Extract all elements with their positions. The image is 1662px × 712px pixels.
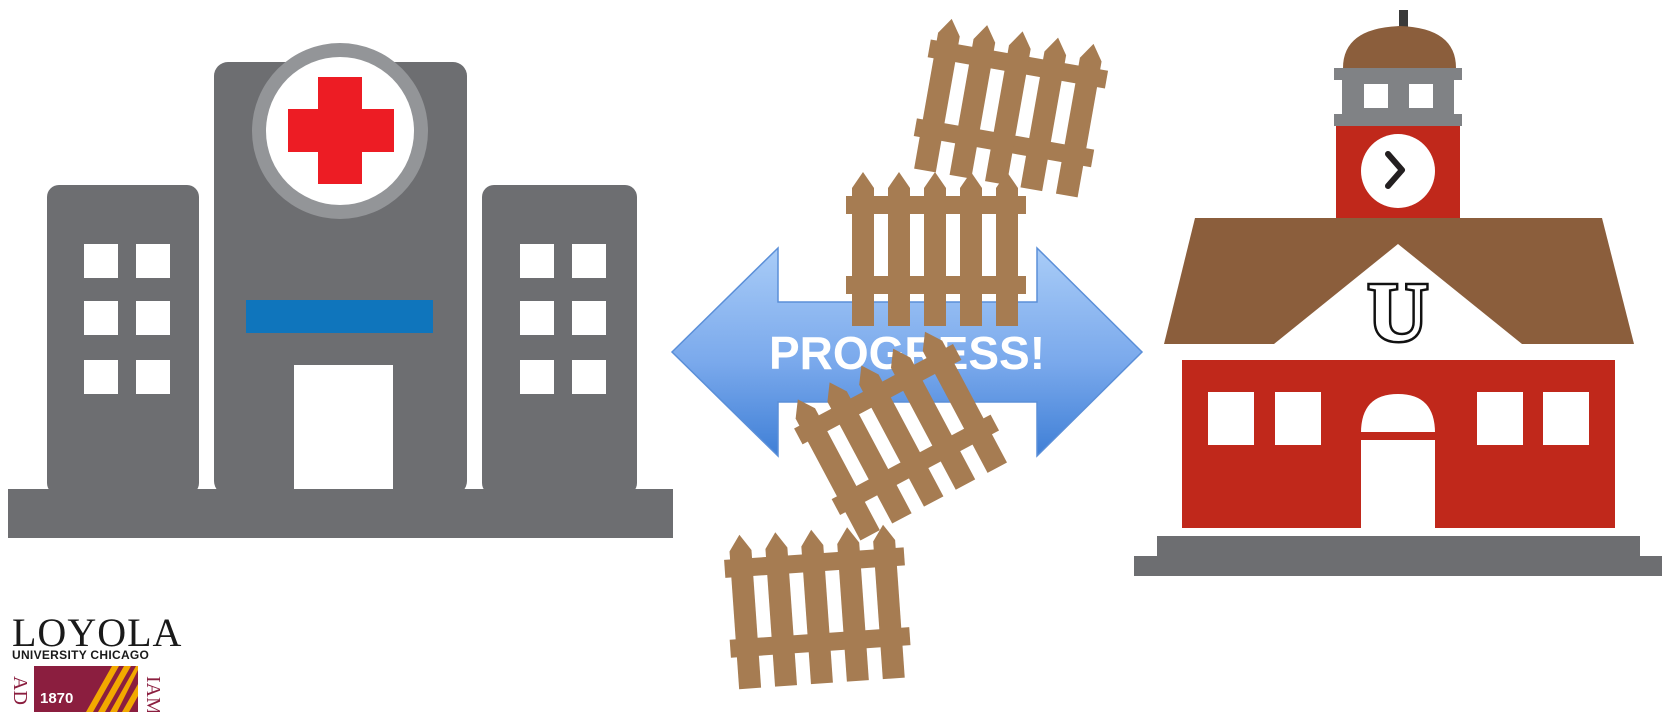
school-window-3 xyxy=(1477,392,1523,445)
fence-panel-upper-middle xyxy=(846,172,1026,326)
logo-name: LOYOLA xyxy=(12,610,182,655)
tower-spire xyxy=(1399,10,1408,32)
fence-panel-top xyxy=(908,15,1113,199)
school-base xyxy=(1134,556,1662,576)
hospital-right-windows xyxy=(520,244,606,394)
hospital-right-wing xyxy=(482,185,637,495)
belfry-ledge xyxy=(1334,114,1462,126)
school-window-4 xyxy=(1543,392,1589,445)
school-door-transom xyxy=(1361,432,1435,440)
hospital-sign-stripe xyxy=(246,300,433,333)
fence-panel-bottom xyxy=(722,523,913,690)
belfry-window-left xyxy=(1364,84,1388,108)
belfry xyxy=(1342,80,1454,114)
hospital-left-windows xyxy=(84,244,170,394)
hospital-left-wing xyxy=(47,185,199,495)
schoolhouse-illustration: U xyxy=(1134,10,1662,576)
hospital-door xyxy=(294,365,393,489)
hospital-base xyxy=(8,489,673,538)
belfry-window-right xyxy=(1409,84,1433,108)
logo-subtitle: UNIVERSITY CHICAGO xyxy=(12,648,149,662)
school-emblem-letter: U xyxy=(1368,266,1429,359)
school-window-2 xyxy=(1275,392,1321,445)
clock-hands-icon xyxy=(1385,151,1405,189)
double-arrow-icon xyxy=(670,246,1144,458)
school-window-1 xyxy=(1208,392,1254,445)
logo-year: 1870 xyxy=(40,690,73,707)
hospital-illustration xyxy=(8,43,673,538)
logo-motto-left: AD xyxy=(9,676,31,705)
red-cross-icon xyxy=(288,77,394,184)
roof-gable xyxy=(1274,244,1522,344)
progress-arrow: PROGRESS! xyxy=(670,246,1144,458)
school-step xyxy=(1157,536,1640,556)
loyola-logo: LOYOLA UNIVERSITY CHICAGO 1870 AD IAM xyxy=(9,610,182,712)
school-door xyxy=(1361,394,1435,528)
logo-motto-right: IAM xyxy=(142,676,164,712)
tower-dome xyxy=(1343,26,1456,68)
tower-cornice xyxy=(1334,68,1462,80)
logo-stripes xyxy=(86,666,138,712)
